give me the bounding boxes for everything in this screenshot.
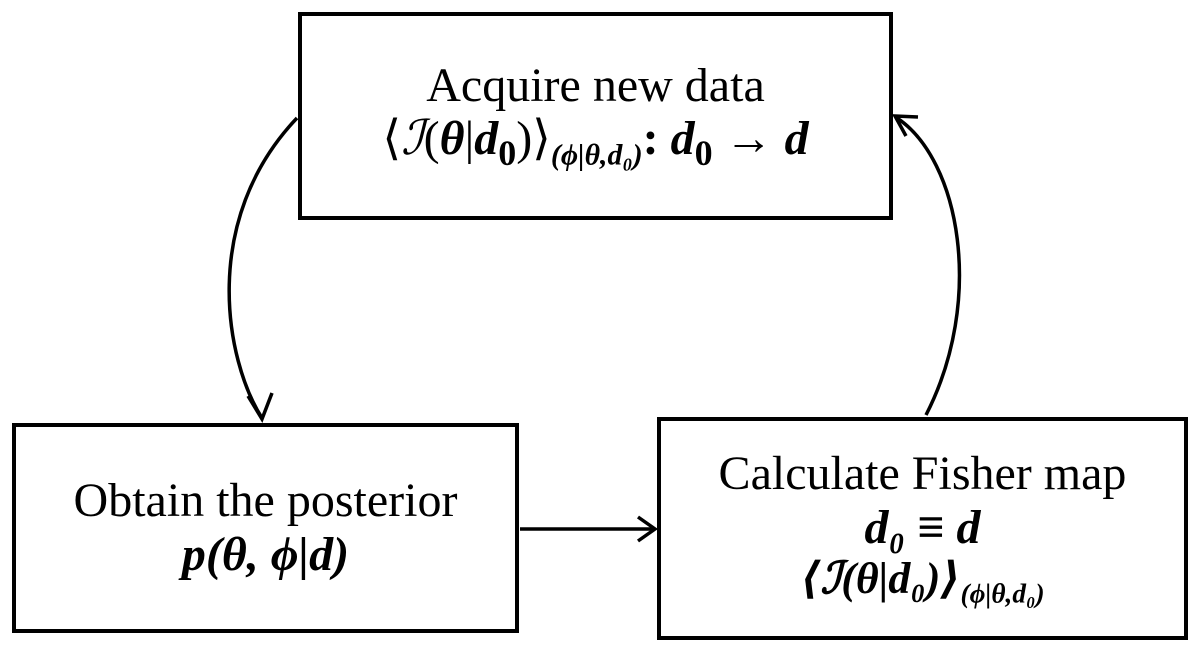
arrowhead-posterior	[246, 392, 274, 423]
edge-fisher-to-acquire	[896, 116, 962, 416]
fisher-map-box: Calculate Fisher map d₀ ≡ d ⟨ℐ(θ|d₀)⟩(ϕ|…	[657, 417, 1188, 640]
arrowhead-fisher	[636, 515, 659, 543]
posterior-box: Obtain the posterior p(θ, ϕ|d)	[12, 423, 519, 633]
posterior-expression: p(θ, ϕ|d)	[181, 528, 350, 581]
acquire-title: Acquire new data	[426, 58, 765, 112]
fisher-equivalence: d₀ ≡ d	[864, 500, 981, 554]
acquire-expression: ⟨ℐ(θ|d0)⟩(ϕ|θ,d₀): d0 → d	[382, 110, 809, 174]
fisher-expression: ⟨ℐ(θ|d₀)⟩(ϕ|θ,d₀)	[800, 554, 1045, 609]
arrowhead-acquire	[891, 114, 919, 137]
acquire-data-box: Acquire new data ⟨ℐ(θ|d0)⟩(ϕ|θ,d₀): d0 →…	[298, 12, 893, 220]
fisher-title: Calculate Fisher map	[718, 446, 1127, 500]
edge-acquire-to-posterior	[227, 116, 299, 419]
posterior-title: Obtain the posterior	[73, 474, 458, 528]
